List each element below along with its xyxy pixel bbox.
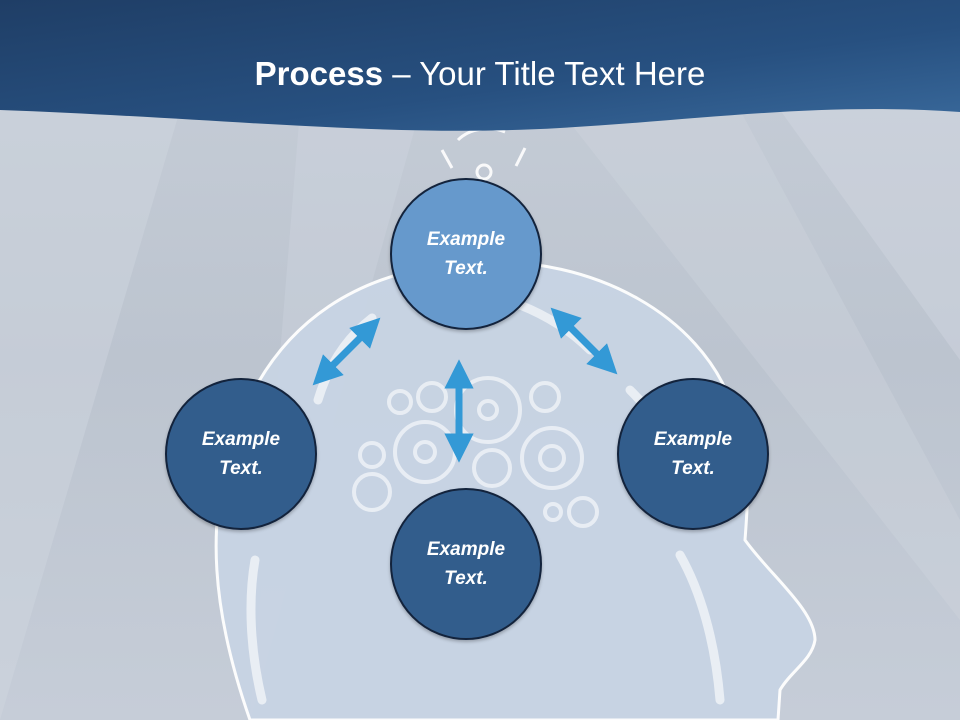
arrow-top-right [550,307,618,375]
title-bold: Process [254,55,384,92]
arrow-top-left [312,317,381,386]
title-banner [0,0,960,131]
title-rest: – Your Title Text Here [383,55,706,92]
slide-title: Process – Your Title Text Here [0,52,960,96]
